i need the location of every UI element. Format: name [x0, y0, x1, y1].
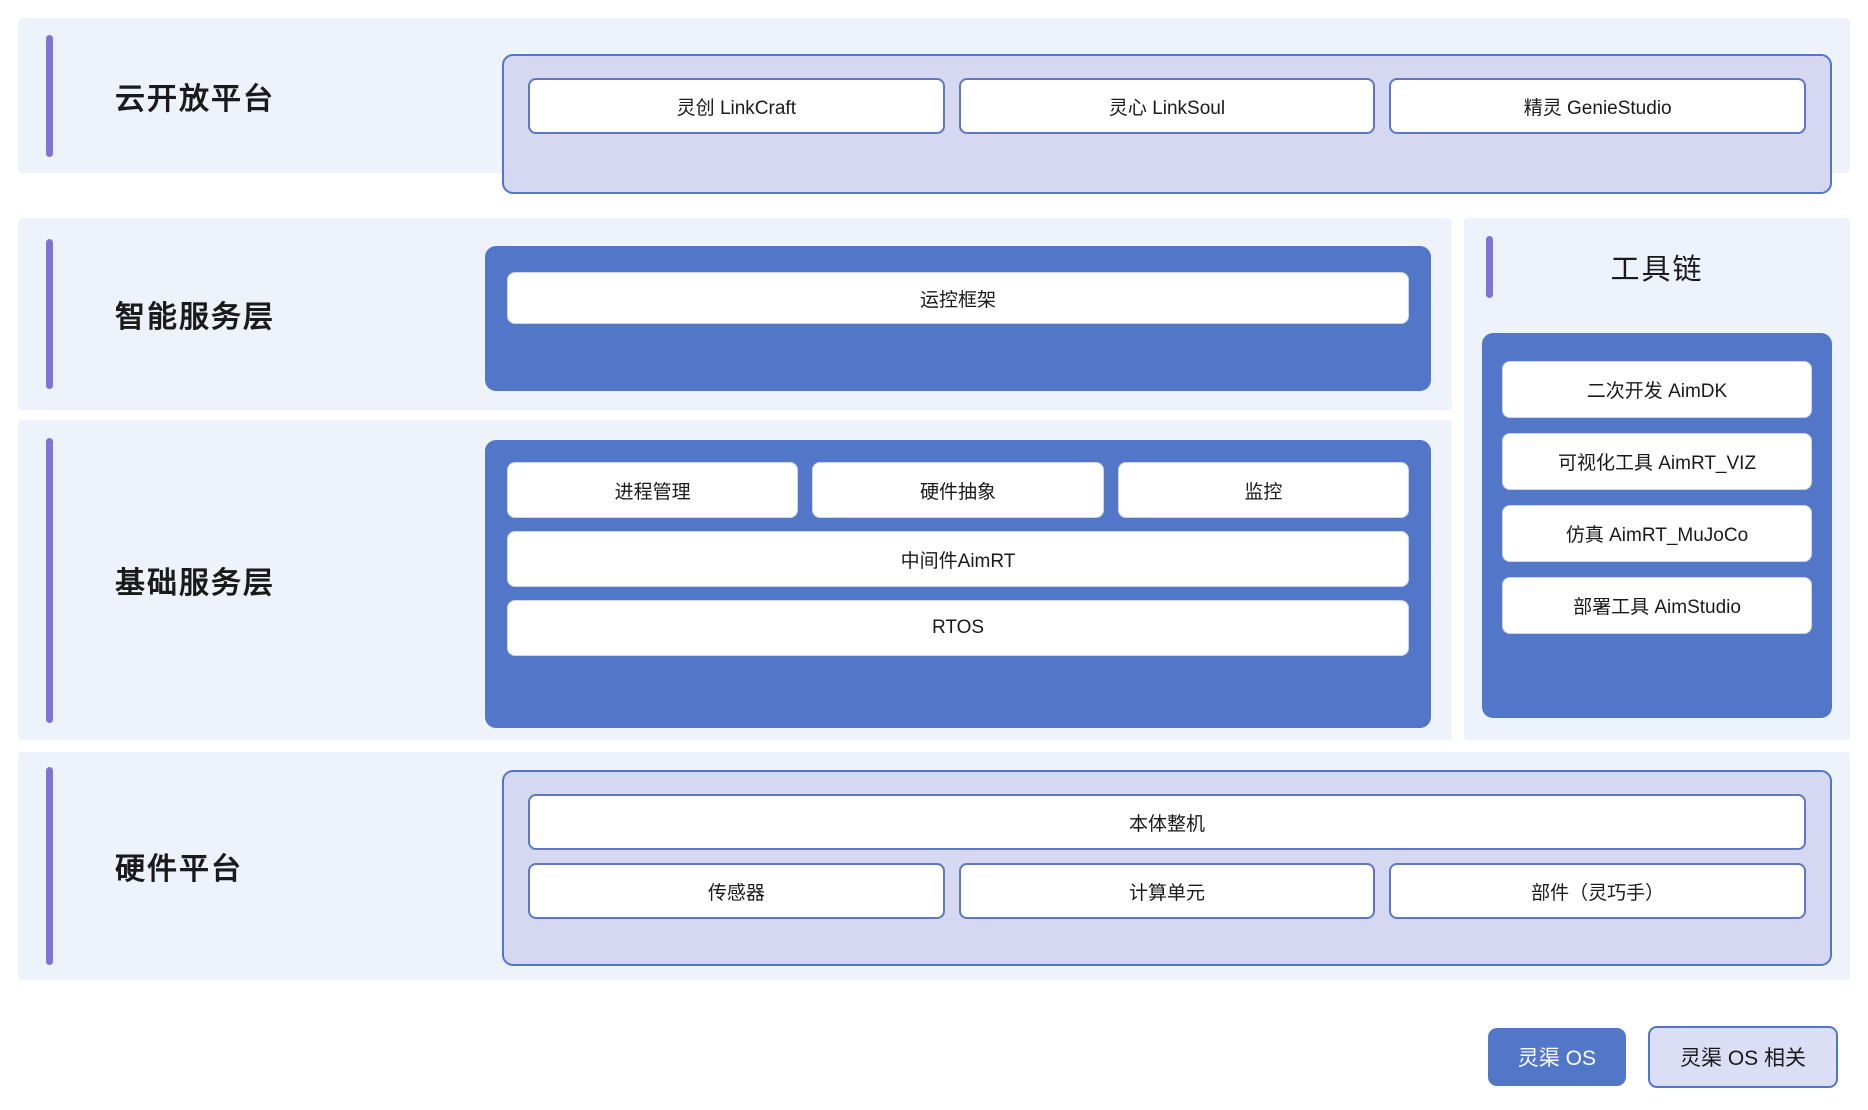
- layer-title-cloud-platform: 云开放平台: [115, 82, 275, 116]
- chip-rtos[interactable]: RTOS: [507, 600, 1409, 656]
- layer-title-hardware-platform: 硬件平台: [115, 853, 243, 886]
- layer-row-cloud-platform: 云开放平台 灵创 LinkCraft 灵心 LinkSoul 精灵 GenieS…: [18, 18, 1850, 194]
- chip-linkcraft[interactable]: 灵创 LinkCraft: [528, 78, 945, 134]
- chip-process-management[interactable]: 进程管理: [507, 462, 799, 518]
- cloud-platform-container: 灵创 LinkCraft 灵心 LinkSoul 精灵 GenieStudio: [502, 54, 1832, 194]
- hardware-chip-row-2: 传感器 计算单元 部件（灵巧手）: [528, 863, 1807, 919]
- accent-bar-intelligent-service: [46, 239, 53, 389]
- layer-title-intelligent-service: 智能服务层: [115, 301, 275, 334]
- legend-item-lingqu-os: 灵渠 OS: [1487, 1028, 1626, 1086]
- chip-aimrt-viz[interactable]: 可视化工具 AimRT_VIZ: [1502, 433, 1812, 490]
- chip-sensor[interactable]: 传感器: [528, 863, 945, 919]
- chip-middleware-aimrt[interactable]: 中间件AimRT: [507, 531, 1409, 587]
- base-service-chip-row-1: 进程管理 硬件抽象 监控: [507, 462, 1409, 518]
- chip-aimstudio[interactable]: 部署工具 AimStudio: [1502, 577, 1812, 634]
- chip-geniestudio[interactable]: 精灵 GenieStudio: [1389, 78, 1807, 134]
- base-service-chip-row-2: 中间件AimRT: [507, 531, 1409, 587]
- chip-hardware-abstraction[interactable]: 硬件抽象: [812, 462, 1104, 518]
- toolchain-header: 工具链: [1464, 218, 1850, 298]
- chip-monitoring[interactable]: 监控: [1117, 462, 1409, 518]
- intelligent-service-chip-row: 运控框架: [507, 272, 1409, 324]
- layer-title-base-service: 基础服务层: [115, 567, 275, 600]
- chip-compute-unit[interactable]: 计算单元: [958, 863, 1376, 919]
- hardware-chip-row-1: 本体整机: [528, 794, 1806, 850]
- chip-whole-machine[interactable]: 本体整机: [528, 794, 1806, 850]
- chip-aimdk[interactable]: 二次开发 AimDK: [1502, 361, 1812, 418]
- accent-bar-base-service: [46, 437, 53, 723]
- chip-motion-control-framework[interactable]: 运控框架: [507, 272, 1409, 324]
- layer-row-intelligent-service: 智能服务层 运控框架: [18, 218, 1452, 410]
- toolchain-panel: 工具链 二次开发 AimDK 可视化工具 AimRT_VIZ 仿真 AimRT_…: [1464, 218, 1850, 740]
- chip-aimrt-mujoco[interactable]: 仿真 AimRT_MuJoCo: [1502, 505, 1812, 562]
- intelligent-service-container: 运控框架: [485, 246, 1431, 391]
- toolchain-title: 工具链: [1610, 254, 1704, 286]
- layer-row-base-service: 基础服务层 进程管理 硬件抽象 监控 中间件AimRT RTOS: [18, 420, 1452, 740]
- accent-bar-hardware-platform: [46, 767, 53, 965]
- layer-row-hardware-platform: 硬件平台 本体整机 传感器 计算单元 部件（灵巧手）: [18, 752, 1850, 980]
- legend: 灵渠 OS 灵渠 OS 相关: [1487, 1026, 1838, 1088]
- toolchain-container: 二次开发 AimDK 可视化工具 AimRT_VIZ 仿真 AimRT_MuJo…: [1482, 333, 1832, 718]
- hardware-platform-container: 本体整机 传感器 计算单元 部件（灵巧手）: [502, 770, 1832, 966]
- base-service-chip-row-3: RTOS: [507, 600, 1409, 656]
- legend-item-lingqu-os-related: 灵渠 OS 相关: [1647, 1026, 1838, 1088]
- chip-dexterous-hand[interactable]: 部件（灵巧手）: [1389, 863, 1807, 919]
- cloud-platform-chip-row: 灵创 LinkCraft 灵心 LinkSoul 精灵 GenieStudio: [528, 78, 1807, 134]
- accent-bar-cloud-platform: [46, 34, 53, 157]
- accent-bar-toolchain: [1486, 236, 1493, 298]
- chip-linksoul[interactable]: 灵心 LinkSoul: [958, 78, 1376, 134]
- base-service-container: 进程管理 硬件抽象 监控 中间件AimRT RTOS: [485, 440, 1431, 728]
